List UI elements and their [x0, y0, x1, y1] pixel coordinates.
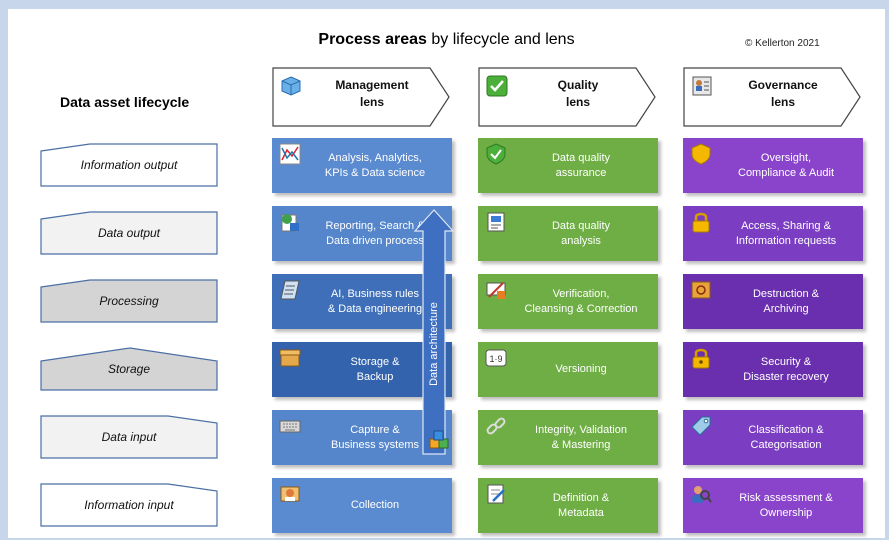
- stage-label: Data output: [97, 226, 161, 240]
- analysis-icon: [485, 211, 507, 233]
- id-card-icon: [691, 75, 713, 97]
- blocks-icon: [428, 429, 450, 456]
- keyboard-icon: [279, 415, 301, 437]
- notepad-icon: [485, 483, 507, 505]
- tile-label: Risk assessment & Ownership: [739, 491, 833, 519]
- tile-destruction-archiving: Destruction & Archiving: [683, 274, 863, 329]
- archive-icon: [690, 279, 712, 301]
- tile-label: Reporting, Search & Data driven process: [325, 219, 424, 247]
- tile-label: Collection: [350, 499, 400, 511]
- tile-integrity-validation: Integrity, Validation & Mastering: [478, 410, 658, 465]
- governance-lens-header: Governance lens: [683, 67, 861, 127]
- chart-icon: [279, 143, 301, 165]
- shield-icon: [690, 143, 712, 165]
- governance-lens-subtitle: lens: [770, 95, 795, 109]
- stage-label: Data input: [101, 430, 157, 444]
- tile-label: Integrity, Validation & Mastering: [535, 423, 627, 451]
- tile-oversight-compliance: Oversight, Compliance & Audit: [683, 138, 863, 193]
- stage-data-input: Data input: [40, 415, 218, 459]
- governance-lens-title: Governance: [748, 78, 818, 92]
- box-icon: [279, 347, 301, 369]
- stage-label: Information input: [84, 498, 174, 512]
- tile-label: Verification, Cleansing & Correction: [524, 287, 638, 315]
- svg-text:1·9: 1·9: [489, 354, 502, 364]
- tile-reporting-search: Reporting, Search & Data driven process: [272, 206, 452, 261]
- management-lens-header: Management lens: [272, 67, 450, 127]
- tile-label: Classification & Categorisation: [748, 423, 824, 451]
- collection-icon: [279, 483, 301, 505]
- tile-label: Security & Disaster recovery: [743, 355, 829, 383]
- tile-label: Capture & Business systems: [330, 423, 420, 451]
- padlock-icon: [690, 347, 712, 369]
- copyright-notice: © Kellerton 2021: [745, 38, 820, 49]
- tile-classification: Classification & Categorisation: [683, 410, 863, 465]
- stage-label: Information output: [80, 158, 178, 172]
- stage-data-output: Data output: [40, 211, 218, 255]
- version-icon: 1·9: [485, 347, 507, 369]
- tile-label: AI, Business rules & Data engineering: [327, 287, 423, 315]
- tile-label: Storage & Backup: [350, 355, 400, 383]
- stage-label: Storage: [107, 362, 151, 376]
- data-architecture-label: Data architecture: [428, 302, 440, 387]
- tile-label: Data quality analysis: [551, 219, 611, 247]
- tile-data-quality-analysis: Data quality analysis: [478, 206, 658, 261]
- page-title: Process areas by lifecycle and lens: [318, 31, 575, 48]
- stage-information-input: Information input: [40, 483, 218, 527]
- tile-label: Access, Sharing & Information requests: [735, 219, 837, 247]
- tile-label: Analysis, Analytics, KPIs & Data science: [324, 151, 426, 179]
- tile-analysis-analytics: Analysis, Analytics, KPIs & Data science: [272, 138, 452, 193]
- cube-icon: [280, 75, 302, 97]
- tile-security-disaster-recovery: Security & Disaster recovery: [683, 342, 863, 397]
- tile-label: Versioning: [555, 363, 607, 375]
- shield-check-icon: [485, 143, 507, 165]
- tile-capture-business-systems: Capture & Business systems: [272, 410, 452, 465]
- tile-label: Definition & Metadata: [552, 491, 610, 519]
- stage-storage: Storage: [40, 347, 218, 391]
- tile-data-quality-assurance: Data quality assurance: [478, 138, 658, 193]
- management-lens-title: Management: [335, 78, 409, 92]
- tile-ai-business-rules: AI, Business rules & Data engineering: [272, 274, 452, 329]
- tile-label: Destruction & Archiving: [752, 287, 820, 315]
- cleansing-icon: [485, 279, 507, 301]
- tile-verification-cleansing: Verification, Cleansing & Correction: [478, 274, 658, 329]
- quality-lens-header: Quality lens: [478, 67, 656, 127]
- tile-access-sharing: Access, Sharing & Information requests: [683, 206, 863, 261]
- stage-processing: Processing: [40, 279, 218, 323]
- tile-label: Oversight, Compliance & Audit: [738, 151, 834, 179]
- tile-definition-metadata: Definition & Metadata: [478, 478, 658, 533]
- tile-storage-backup: Storage & Backup: [272, 342, 452, 397]
- person-search-icon: [690, 483, 712, 505]
- stage-information-output: Information output: [40, 143, 218, 187]
- tile-collection: Collection: [272, 478, 452, 533]
- data-architecture-arrow: Data architecture: [413, 209, 455, 456]
- rules-icon: [279, 279, 301, 301]
- checkbox-icon: [486, 75, 508, 97]
- tile-risk-assessment: Risk assessment & Ownership: [683, 478, 863, 533]
- tag-icon: [690, 415, 712, 437]
- quality-lens-subtitle: lens: [565, 95, 590, 109]
- lifecycle-heading: Data asset lifecycle: [60, 94, 190, 110]
- chain-icon: [485, 415, 507, 437]
- report-icon: [279, 211, 301, 233]
- quality-lens-title: Quality: [557, 78, 599, 92]
- tile-label: Data quality assurance: [551, 151, 611, 179]
- tile-versioning: 1·9 Versioning: [478, 342, 658, 397]
- lock-icon: [690, 211, 712, 233]
- diagram-canvas: Process areas by lifecycle and lens © Ke…: [8, 9, 885, 538]
- management-lens-subtitle: lens: [359, 95, 384, 109]
- stage-label: Processing: [99, 294, 159, 308]
